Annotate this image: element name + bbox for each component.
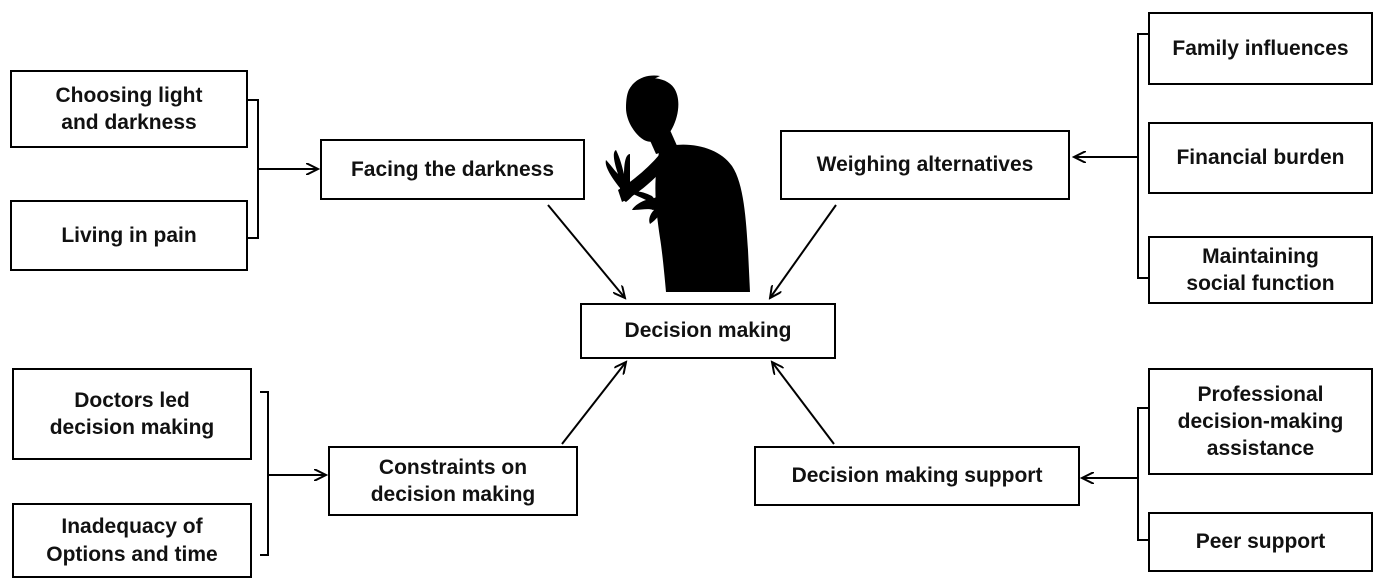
theme-constraints-on-decision-making: Constraints on decision making [328,446,578,516]
bracket-bottom-right [1137,407,1148,541]
center-decision-making: Decision making [580,303,836,359]
bracket-top-right [1137,33,1148,279]
subtheme-peer-support: Peer support [1148,512,1373,572]
subtheme-inadequacy-options-time: Inadequacy of Options and time [12,503,252,578]
theme-decision-making-support: Decision making support [754,446,1080,506]
bracket-bottom-left [260,391,269,556]
arrow-support-to-center [772,362,835,445]
subtheme-living-in-pain: Living in pain [10,200,248,271]
theme-facing-the-darkness: Facing the darkness [320,139,585,200]
arrow-constraints-to-center [561,362,626,445]
subtheme-choosing-light-darkness: Choosing light and darkness [10,70,248,148]
subtheme-family-influences: Family influences [1148,12,1373,85]
bracket-top-left [248,99,259,239]
subtheme-maintaining-social-function: Maintaining social function [1148,236,1373,304]
theme-weighing-alternatives: Weighing alternatives [780,130,1070,200]
arrow-weighing-to-center [770,204,837,298]
arrow-facing-to-center [547,204,625,298]
subtheme-financial-burden: Financial burden [1148,122,1373,194]
distressed-person-silhouette [605,75,750,292]
subtheme-professional-assistance: Professional decision-making assistance [1148,368,1373,475]
subtheme-doctors-led-decision: Doctors led decision making [12,368,252,460]
